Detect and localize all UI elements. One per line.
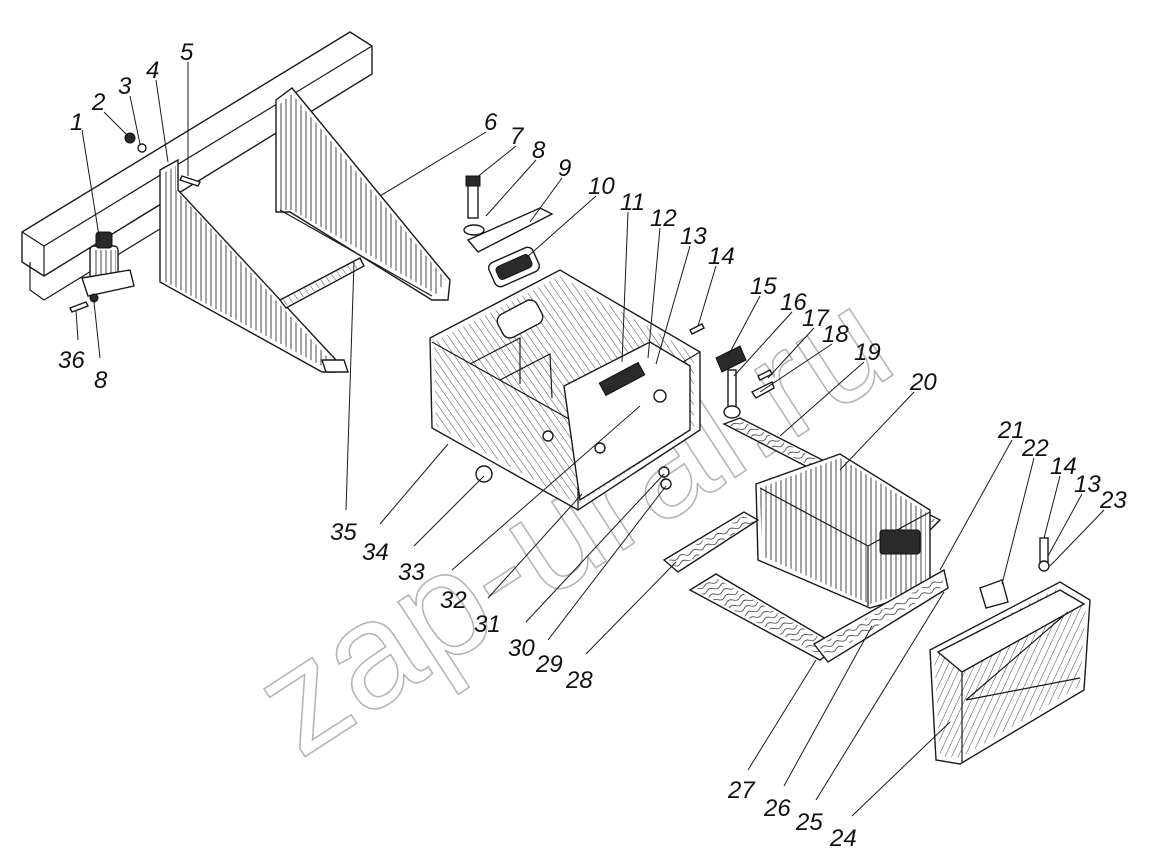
label-21: 21 — [997, 417, 1025, 444]
label-32: 32 — [440, 587, 467, 614]
label-22: 22 — [1021, 435, 1049, 462]
label-24: 24 — [829, 825, 857, 852]
label-33: 33 — [398, 559, 425, 586]
label-13: 13 — [680, 223, 707, 250]
label-1: 1 — [70, 109, 83, 136]
label-26: 26 — [763, 795, 791, 822]
label-10: 10 — [588, 173, 615, 200]
label-18: 18 — [822, 321, 849, 348]
label-28: 28 — [565, 667, 593, 694]
label-13b: 13 — [1074, 471, 1101, 498]
label-34: 34 — [362, 539, 389, 566]
label-27: 27 — [727, 777, 756, 804]
label-19: 19 — [854, 339, 881, 366]
label-23: 23 — [1099, 487, 1127, 514]
part-4-bracket-left — [159, 158, 365, 373]
label-12: 12 — [650, 205, 677, 232]
label-5: 5 — [180, 39, 194, 66]
label-17: 17 — [802, 305, 830, 332]
label-4: 4 — [146, 57, 159, 84]
part-number-labels: 1 2 3 4 5 6 7 8 9 10 11 12 13 14 15 16 1… — [58, 39, 1127, 852]
label-16: 16 — [780, 289, 807, 316]
label-36: 36 — [58, 347, 85, 374]
part-1-lamp — [81, 231, 135, 297]
label-8b: 8 — [94, 367, 108, 394]
leader-lines — [75, 62, 1105, 817]
label-20: 20 — [909, 369, 937, 396]
label-25: 25 — [795, 809, 823, 836]
label-35: 35 — [330, 519, 357, 546]
label-2: 2 — [91, 89, 105, 116]
label-29: 29 — [535, 651, 563, 678]
label-6: 6 — [484, 109, 498, 136]
label-8: 8 — [532, 137, 546, 164]
label-15: 15 — [750, 273, 777, 300]
battery-cover — [929, 537, 1091, 765]
part-6-bracket-right — [275, 87, 451, 301]
label-30: 30 — [508, 635, 535, 662]
fasteners-right — [475, 323, 775, 490]
label-14b: 14 — [1050, 453, 1077, 480]
label-9: 9 — [558, 155, 571, 182]
battery-box — [429, 269, 701, 511]
label-14: 14 — [708, 243, 735, 270]
label-31: 31 — [474, 611, 501, 638]
label-11: 11 — [620, 189, 645, 216]
label-7: 7 — [510, 123, 525, 150]
battery-on-crate — [662, 417, 949, 663]
label-3: 3 — [118, 73, 132, 100]
